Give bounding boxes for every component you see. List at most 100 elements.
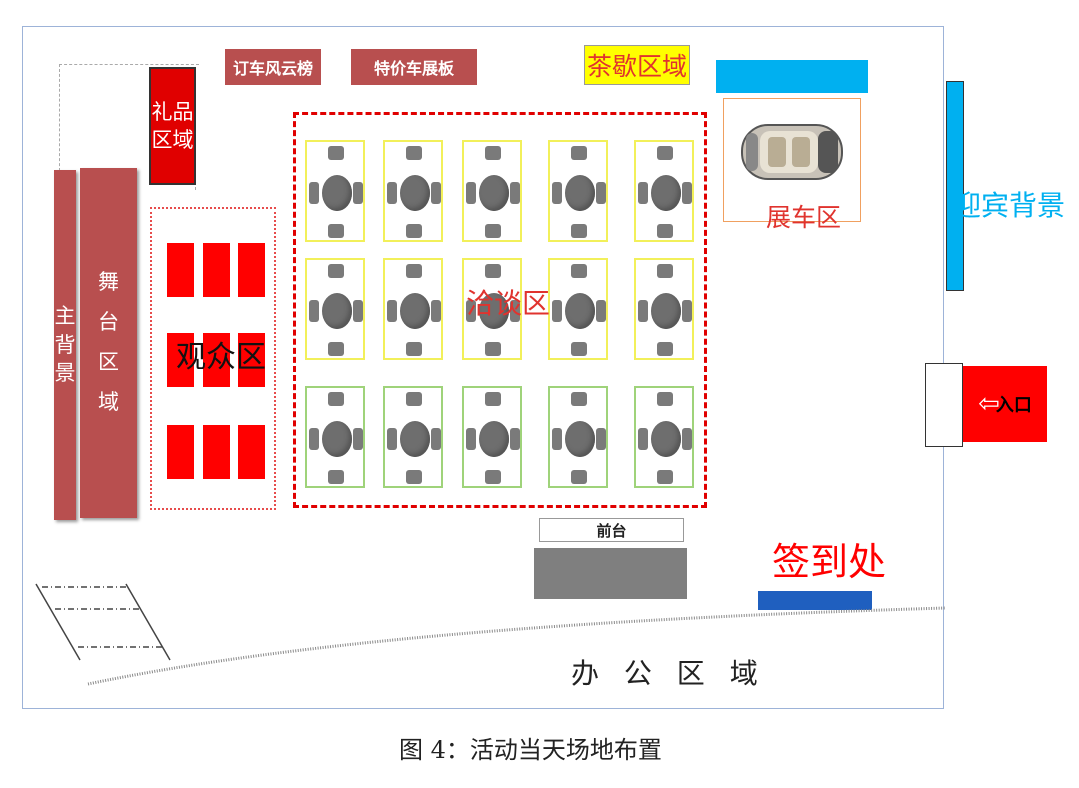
audience-seat xyxy=(203,243,230,297)
special-board: 特价车展板 xyxy=(351,49,477,85)
chair-left xyxy=(552,182,562,204)
chair-bottom xyxy=(485,224,501,238)
chair-top xyxy=(571,392,587,406)
order-board: 订车风云榜 xyxy=(225,49,321,85)
car-image xyxy=(741,124,843,180)
round-table xyxy=(479,175,509,211)
chair-top xyxy=(328,392,344,406)
chair-top xyxy=(406,146,422,160)
stage-area-char4: 域 xyxy=(98,389,119,414)
chair-right xyxy=(596,428,606,450)
chair-top xyxy=(571,264,587,278)
negotiation-table xyxy=(634,386,694,488)
front-desk xyxy=(534,548,687,599)
chair-left xyxy=(387,300,397,322)
chair-left xyxy=(466,182,476,204)
audience-seat xyxy=(238,243,265,297)
chair-right xyxy=(510,182,520,204)
chair-top xyxy=(485,146,501,160)
audience-area: 观众区 xyxy=(150,207,276,510)
chair-left xyxy=(466,428,476,450)
stage-area-char2: 台 xyxy=(98,310,119,335)
round-table xyxy=(565,421,595,457)
chair-right xyxy=(353,182,363,204)
front-desk-label: 前台 xyxy=(596,521,627,540)
chair-left xyxy=(309,300,319,322)
negotiation-table xyxy=(305,386,365,488)
boundary-curve xyxy=(87,606,947,686)
audience-seat xyxy=(238,425,265,479)
tea-area-label: 茶歇区域 xyxy=(586,52,687,81)
chair-right xyxy=(431,182,441,204)
round-table xyxy=(565,293,595,329)
chair-top xyxy=(485,392,501,406)
chair-right xyxy=(510,428,520,450)
round-table xyxy=(400,421,430,457)
round-table xyxy=(565,175,595,211)
round-table xyxy=(479,421,509,457)
audience-seat xyxy=(167,333,194,387)
chair-top xyxy=(406,264,422,278)
chair-top xyxy=(406,392,422,406)
round-table xyxy=(322,175,352,211)
chair-left xyxy=(309,182,319,204)
parking-slant-1 xyxy=(35,583,81,661)
car-display-area: 展车区 xyxy=(723,98,861,230)
negotiation-area xyxy=(293,112,707,508)
chair-left xyxy=(387,428,397,450)
negotiation-table xyxy=(383,140,443,242)
chair-right xyxy=(596,300,606,322)
negotiation-table xyxy=(383,386,443,488)
chair-bottom xyxy=(571,470,587,484)
gift-area-line1: 礼品 xyxy=(151,99,194,124)
chair-top xyxy=(571,146,587,160)
chair-bottom xyxy=(328,470,344,484)
chair-bottom xyxy=(485,342,501,356)
chair-right xyxy=(682,182,692,204)
audience-area-label: 观众区 xyxy=(176,340,266,375)
chair-left xyxy=(638,182,648,204)
chair-right xyxy=(596,182,606,204)
stage-area-char1: 舞 xyxy=(98,270,119,295)
negotiation-table xyxy=(462,140,522,242)
negotiation-table xyxy=(305,140,365,242)
round-table xyxy=(322,421,352,457)
entrance-arrow-icon: ⇦ xyxy=(978,389,1000,419)
chair-bottom xyxy=(571,224,587,238)
chair-top xyxy=(657,392,673,406)
tea-area: 茶歇区域 xyxy=(584,45,690,85)
negotiation-table xyxy=(548,258,608,360)
chair-bottom xyxy=(406,224,422,238)
negotiation-table xyxy=(462,386,522,488)
chair-bottom xyxy=(406,470,422,484)
chair-top xyxy=(657,146,673,160)
special-board-label: 特价车展板 xyxy=(373,59,454,78)
checkin-label: 签到处 xyxy=(772,540,887,584)
chair-left xyxy=(638,428,648,450)
negotiation-table xyxy=(305,258,365,360)
stage-area-char3: 区 xyxy=(98,350,119,374)
office-area-label: 办 公 区 域 xyxy=(571,657,766,690)
display-backdrop-bar xyxy=(716,60,868,93)
chair-right xyxy=(353,300,363,322)
main-backdrop-char3: 景 xyxy=(54,361,76,386)
round-table xyxy=(651,421,681,457)
negotiation-table xyxy=(383,258,443,360)
negotiation-table xyxy=(548,140,608,242)
entrance: ⇦ 入口 xyxy=(963,366,1047,442)
main-backdrop: 主 背 景 xyxy=(54,170,76,520)
front-desk-label-box: 前台 xyxy=(539,518,684,542)
negotiation-table xyxy=(634,140,694,242)
checkin-desk xyxy=(758,591,872,610)
audience-seat xyxy=(167,243,194,297)
chair-bottom xyxy=(406,342,422,356)
welcome-backdrop xyxy=(946,81,964,291)
negotiation-table xyxy=(462,258,522,360)
chair-bottom xyxy=(328,342,344,356)
audience-seat xyxy=(167,425,194,479)
chair-right xyxy=(510,300,520,322)
audience-seat xyxy=(203,425,230,479)
round-table xyxy=(479,293,509,329)
chair-bottom xyxy=(485,470,501,484)
negotiation-table xyxy=(548,386,608,488)
